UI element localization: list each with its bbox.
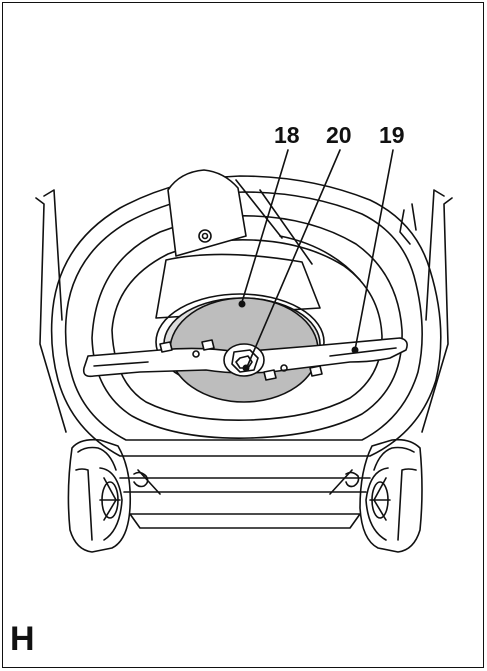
leader-dot-18: [238, 300, 246, 308]
handle-rails: [35, 189, 453, 433]
right-wheel: [359, 438, 423, 553]
deck-housing: [50, 175, 442, 457]
left-wheel: [67, 438, 132, 553]
callout-18: 18: [274, 122, 300, 148]
callout-20: 20: [326, 122, 352, 148]
rear-axle: [119, 469, 371, 529]
callout-19: 19: [379, 122, 405, 148]
blade-bolt: [223, 343, 265, 377]
leader-dot-19: [351, 346, 359, 354]
chute-bracket: [167, 169, 313, 265]
leader-dot-20: [242, 364, 250, 372]
figure-letter: H: [10, 620, 35, 658]
leader-lines: [241, 149, 394, 368]
